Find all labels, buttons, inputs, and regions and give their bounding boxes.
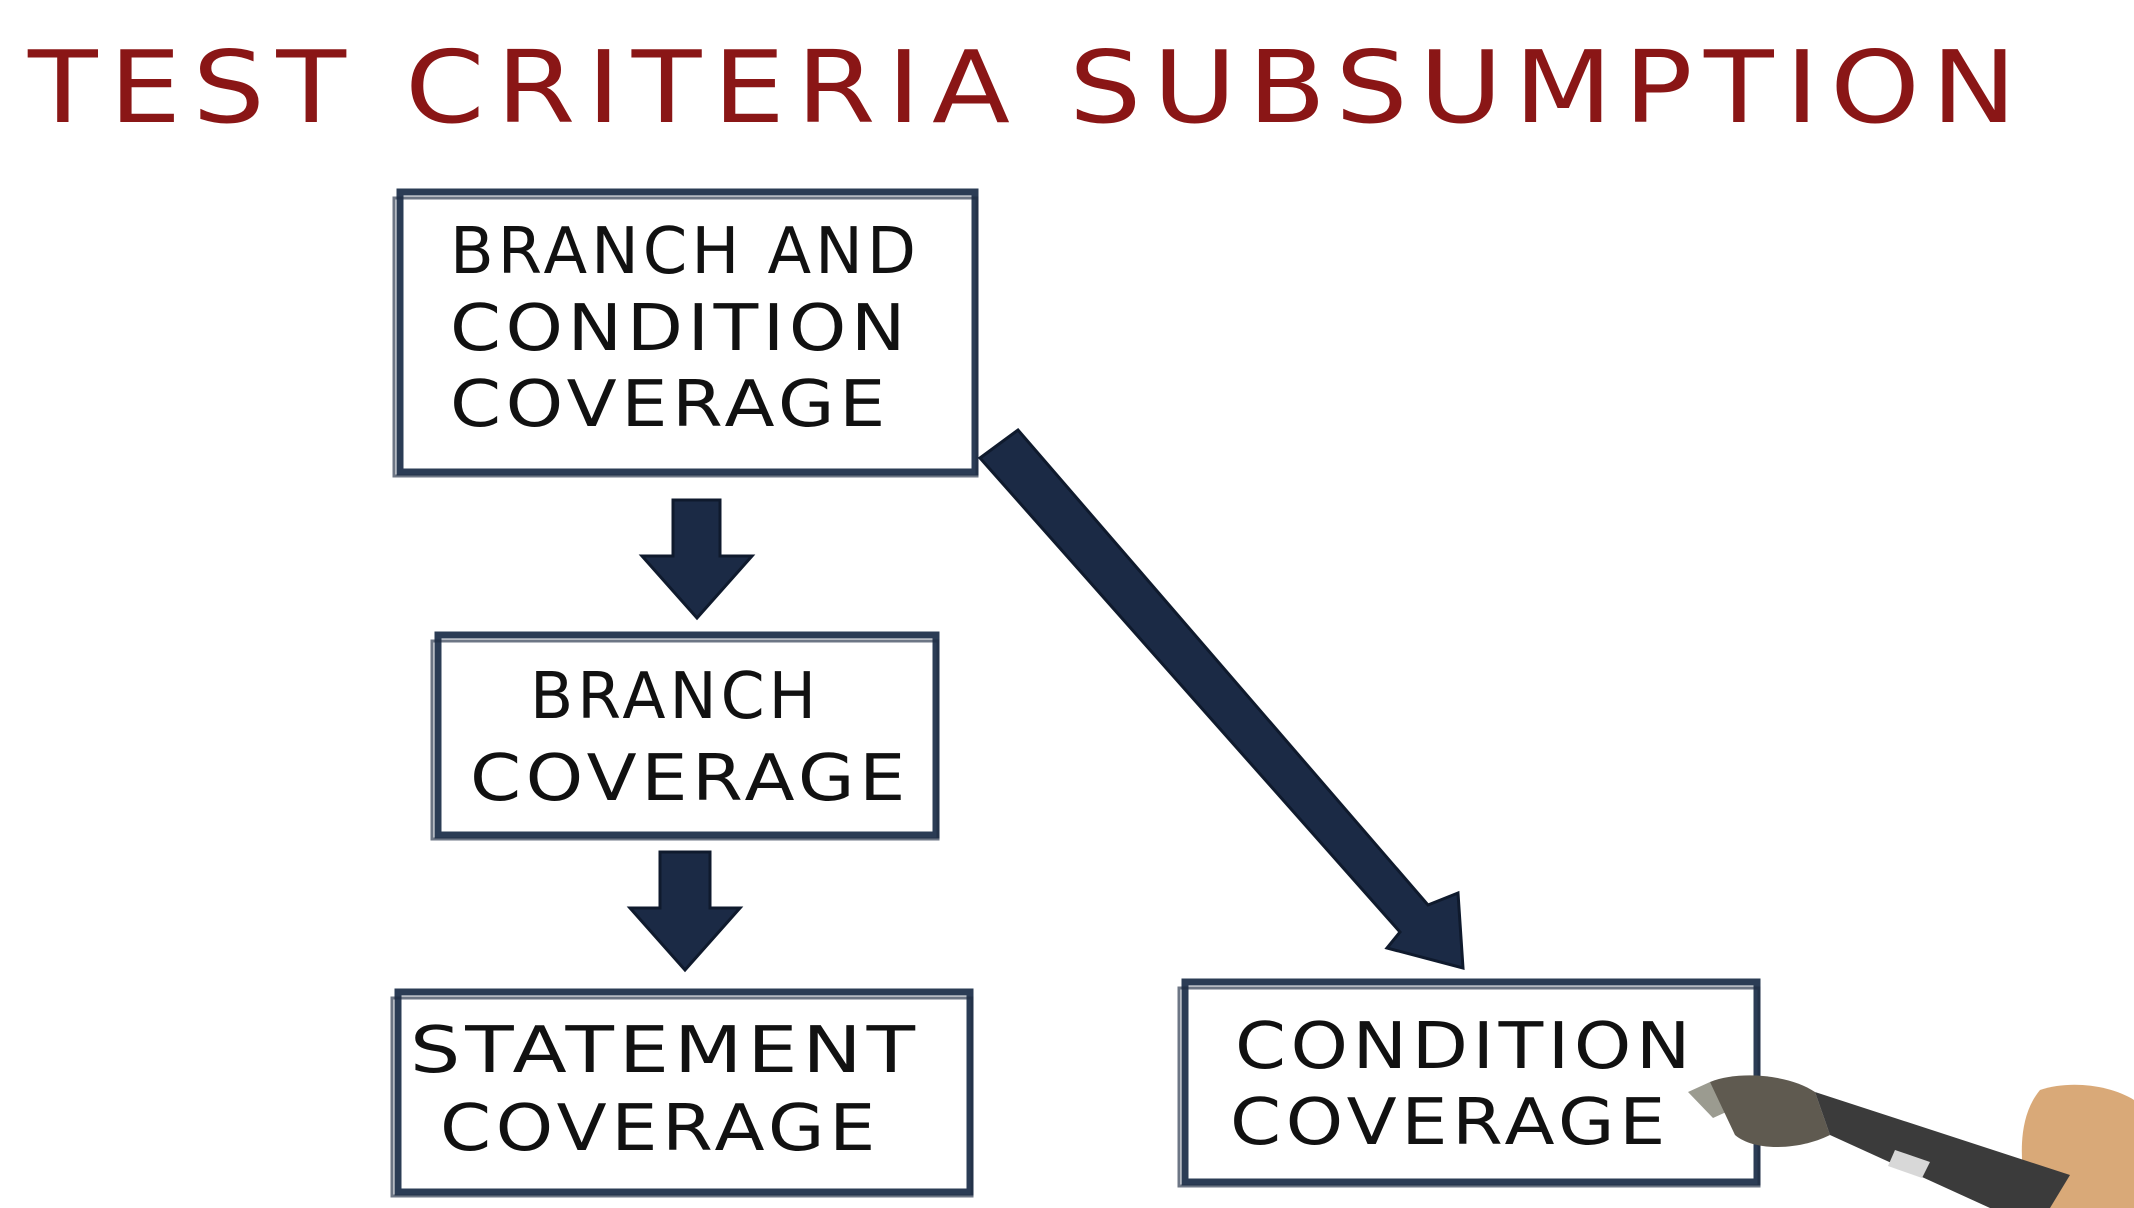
node-label-line: BRANCH	[530, 660, 820, 734]
hand-icon	[2050, 1099, 2120, 1127]
node-branch-and-condition-coverage: BRANCH AND CONDITION COVERAGE	[392, 188, 979, 478]
arrow-down-icon	[638, 498, 756, 621]
node-label-line: COVERAGE	[1230, 1086, 1670, 1160]
arrow-down-icon	[626, 850, 744, 973]
arrow-diagonal-icon	[977, 427, 1465, 970]
node-label-line: BRANCH AND	[450, 215, 920, 289]
node-label-line: CONDITION	[1235, 1010, 1695, 1084]
node-condition-coverage: CONDITION COVERAGE	[1177, 978, 1761, 1188]
node-label-line: COVERAGE	[470, 742, 910, 816]
node-label-line: STATEMENT	[410, 1014, 920, 1088]
node-statement-coverage: STATEMENT COVERAGE	[390, 988, 974, 1198]
stylus-pen-icon	[1688, 1075, 2134, 1208]
diagram-title: TEST CRITERIA SUBSUMPTION	[27, 29, 2028, 146]
node-branch-coverage: BRANCH COVERAGE	[430, 631, 940, 841]
node-label-line: CONDITION	[450, 292, 910, 366]
node-label-line: COVERAGE	[450, 368, 890, 442]
node-label-line: COVERAGE	[440, 1092, 880, 1166]
